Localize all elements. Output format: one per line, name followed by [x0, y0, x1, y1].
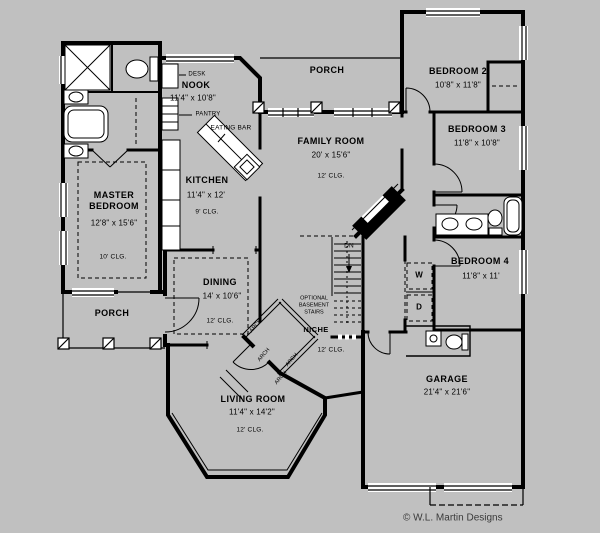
label-pantry: PANTRY	[195, 111, 221, 118]
garage-doors	[368, 483, 524, 506]
room-ceiling-master: 10' CLG.	[99, 253, 127, 261]
master-bath-fixtures	[63, 44, 159, 159]
stairs	[331, 237, 361, 340]
room-dims-kitchen: 11'4" x 12'	[186, 190, 226, 200]
porch-columns	[57, 57, 402, 350]
room-ceiling-kitchen: 9' CLG.	[195, 208, 219, 216]
room-label-porch-left: PORCH	[94, 308, 130, 319]
room-dims-bedroom3: 11'8" x 10'8"	[454, 138, 500, 148]
label-dryer: D	[416, 302, 422, 312]
room-ceiling-living: 12' CLG.	[236, 426, 264, 434]
label-desk: DESK	[188, 71, 206, 78]
room-label-dining: DINING	[203, 277, 237, 288]
mud-room-fixtures	[406, 291, 471, 357]
room-label-bedroom2: BEDROOM 2	[428, 66, 488, 77]
room-label-porch-top: PORCH	[309, 65, 345, 76]
label-washer: W	[415, 270, 423, 280]
room-dims-garage: 21'4" x 21'6"	[423, 387, 471, 397]
door-swings	[91, 87, 463, 370]
room-ceiling-family: 12' CLG.	[317, 172, 345, 180]
room-dims-living: 11'4" x 14'2"	[229, 407, 275, 417]
room-ceiling-dining: 12' CLG.	[206, 317, 234, 325]
room-label-master: MASTER BEDROOM	[89, 190, 139, 211]
windows	[59, 8, 528, 364]
room-label-garage: GARAGE	[426, 374, 468, 385]
hall-bath-fixtures	[435, 196, 523, 236]
room-dims-family: 20' x 15'6"	[311, 150, 351, 160]
foyer-arches	[241, 298, 319, 376]
room-label-family: FAMILY ROOM	[297, 136, 365, 147]
label-optional-basement-stairs: OPTIONAL BASEMENT STAIRS	[298, 295, 330, 316]
room-dims-master: 12'8" x 15'6"	[90, 218, 138, 228]
room-label-bedroom4: BEDROOM 4	[450, 256, 510, 267]
room-label-living: LIVING ROOM	[220, 394, 286, 405]
room-label-nook: NOOK	[181, 80, 211, 91]
label-eating-bar: EATING BAR	[210, 124, 252, 132]
label-niche: NICHE	[303, 324, 329, 334]
room-dims-bedroom2: 10'8" x 11'8"	[435, 80, 481, 90]
room-label-bedroom3: BEDROOM 3	[447, 124, 507, 135]
room-dims-dining: 14' x 10'6"	[202, 291, 242, 301]
front-steps	[219, 369, 249, 400]
kitchen-fixtures	[161, 63, 264, 251]
room-label-kitchen: KITCHEN	[185, 175, 229, 186]
label-down: DN	[344, 242, 354, 250]
ceiling-dashed	[77, 85, 519, 335]
room-dims-bedroom4: 11'8" x 11'	[462, 271, 500, 281]
bay-window	[171, 246, 323, 471]
fireplace-icon	[351, 183, 406, 240]
label-foyer-ceiling: 12' CLG.	[317, 346, 345, 354]
copyright-credit: © W.L. Martin Designs	[403, 512, 503, 524]
room-dims-nook: 11'4" x 10'8"	[170, 93, 216, 103]
